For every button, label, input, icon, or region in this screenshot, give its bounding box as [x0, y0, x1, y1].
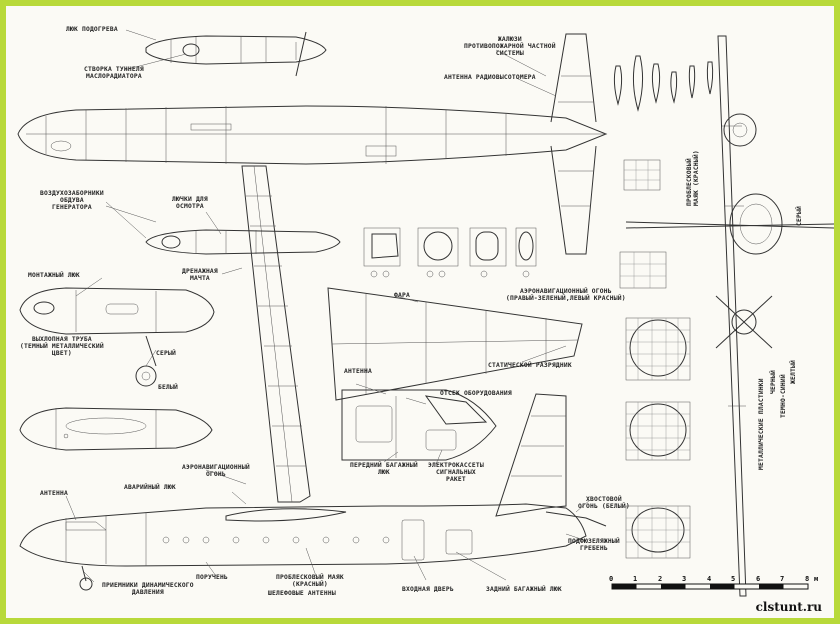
label-signal-cassettes: ЭЛЕКТРОКАССЕТЫ СИГНАЛЬНЫХ РАКЕТ: [428, 462, 484, 483]
label-nav-light-2: АЭРОНАВИГАЦИОННЫЙ ОГОНЬ: [182, 464, 250, 478]
scale-tick-6: 6: [756, 575, 761, 583]
label-heater-hatch: ЛЮК ПОДОГРЕВА: [66, 26, 118, 33]
label-nav-light-wing: АЭРОНАВИГАЦИОННЫЙ ОГОНЬ (ПРАВЫЙ-ЗЕЛЕНЫЙ,…: [506, 288, 626, 302]
side-nacelle-lower: [19, 407, 213, 451]
label-metal-plates: МЕТАЛЛИЧЕСКИЕ ПЛАСТИНКИ: [758, 378, 765, 470]
cross-sections-row: [363, 227, 537, 278]
aircraft-three-view-drawing: [17, 29, 834, 597]
label-drain-mast: ДРЕНАЖНАЯ МАЧТА: [182, 268, 218, 282]
label-emergency-hatch: АВАРИЙНЫЙ ЛЮК: [124, 484, 176, 491]
scale-bar: [611, 583, 809, 590]
label-beacon-vertical: ПРОБЛЕСКОВЫЙ МАЯК (КРАСНЫЙ): [686, 150, 700, 206]
scale-tick-0: 0: [609, 575, 614, 583]
label-dark-blue: ТЕМНО-СИНИЙ: [780, 374, 787, 418]
top-engine-nacelle: [145, 31, 327, 77]
front-view: [625, 35, 834, 597]
label-ventral-fin: ПОДФЮЗЕЛЯЖНЫЙ ГРЕБЕНЬ: [568, 538, 620, 552]
top-view-wing: [145, 165, 341, 503]
label-headlight: ФАРА: [394, 292, 410, 299]
scale-tick-1: 1: [633, 575, 638, 583]
label-yellow: ЖЕЛТЫЙ: [790, 360, 797, 384]
scale-unit: м: [814, 575, 819, 583]
label-grey-1: СЕРЫЙ: [156, 350, 176, 357]
label-front-luggage: ПЕРЕДНИЙ БАГАЖНЫЙ ЛЮК: [350, 462, 418, 476]
label-inspection-hatches: ЛЮЧКИ ДЛЯ ОСМОТРА: [172, 196, 208, 210]
label-pitot: ПРИЕМНИКИ ДИНАМИЧЕСКОГО ДАВЛЕНИЯ: [102, 582, 194, 596]
drawing-sheet: ЛЮК ПОДОГРЕВА СТВОРКА ТУННЕЛЯ МАСЛОРАДИА…: [6, 6, 834, 618]
watermark: clstunt.ru: [755, 600, 822, 614]
leader-lines: [65, 29, 591, 583]
label-beacon: ПРОБЛЕСКОВЫЙ МАЯК (КРАСНЫЙ): [276, 574, 344, 588]
label-fire-system-spots: ЖАЛЮЗИ ПРОТИВОПОЖАРНОЙ ЧАСТНОЙ СИСТЕМЫ: [464, 36, 556, 57]
scale-tick-7: 7: [780, 575, 785, 583]
label-static-discharger: СТАТИЧЕСКОЙ РАЗРЯДНИК: [488, 362, 572, 369]
label-radio-altimeter: АНТЕННА РАДИОВЫСОТОМЕРА: [444, 74, 536, 81]
label-antenna-1: АНТЕННА: [344, 368, 372, 375]
label-grey-2: СЕРЫЙ: [796, 206, 803, 226]
label-white-1: БЕЛЫЙ: [158, 384, 178, 391]
scale-tick-4: 4: [707, 575, 712, 583]
side-nacelle-mounting-hatch: [19, 287, 215, 387]
label-handrail: ПОРУЧЕНЬ: [196, 574, 228, 581]
label-blade-antennas: ШЕЛЕФОВЫЕ АНТЕННЫ: [268, 590, 336, 597]
label-rear-luggage: ЗАДНИЙ БАГАЖНЫЙ ЛЮК: [486, 586, 562, 593]
airfoil-sections: [613, 55, 714, 112]
scale-tick-5: 5: [731, 575, 736, 583]
label-mounting-hatch: МОНТАЖНЫЙ ЛЮК: [28, 272, 80, 279]
label-tail-light: ХВОСТОВОЙ ОГОНЬ (БЕЛЫЙ): [578, 496, 630, 510]
nose-side-detail: [341, 389, 497, 461]
scale-tick-3: 3: [682, 575, 687, 583]
label-oil-cooler-flap: СТВОРКА ТУННЕЛЯ МАСЛОРАДИАТОРА: [84, 66, 144, 80]
side-view-fuselage: [19, 393, 607, 591]
outer-wing-panel: [327, 287, 583, 401]
scale-tick-2: 2: [658, 575, 663, 583]
label-generator-intakes: ВОЗДУХОЗАБОРНИКИ ОБДУВА ГЕНЕРАТОРА: [40, 190, 104, 211]
label-black: ЧЕРНЫЙ: [770, 370, 777, 394]
label-entrance-door: ВХОДНАЯ ДВЕРЬ: [402, 586, 454, 593]
label-antenna-2: АНТЕННА: [40, 490, 68, 497]
top-view-fuselage: [17, 33, 608, 255]
scale-tick-8: 8: [805, 575, 810, 583]
grid-panels: [619, 159, 691, 559]
label-equipment-bay: ОТСЕК ОБОРУДОВАНИЯ: [440, 390, 512, 397]
label-exhaust-pipe: ВЫХЛОПНАЯ ТРУБА (ТЕМНЫЙ МЕТАЛЛИЧЕСКИЙ ЦВ…: [20, 336, 104, 357]
